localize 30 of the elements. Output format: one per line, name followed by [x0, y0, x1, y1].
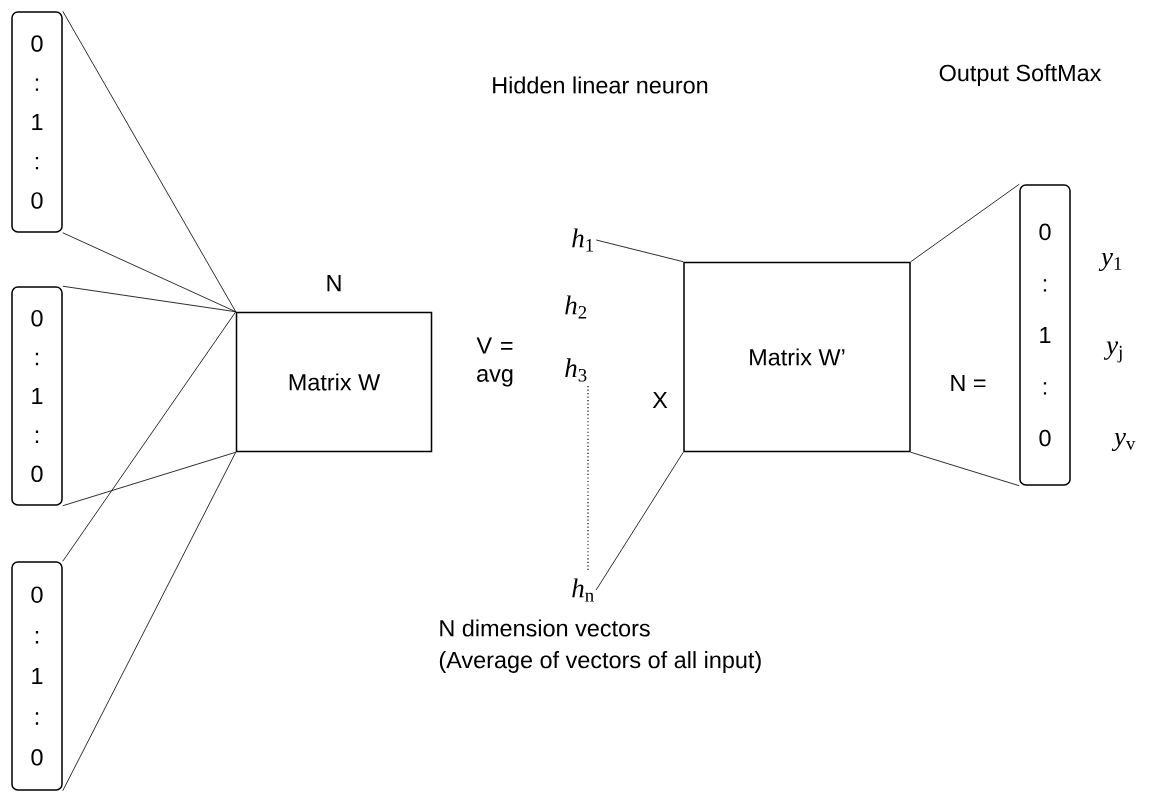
annotation-text: N dimension vectors [440, 619, 650, 637]
connector-line [595, 451, 684, 591]
variable-label: y$_{v}$ [1111, 432, 1136, 452]
hidden-unit-label: h$_{n}$ [572, 578, 594, 602]
matrix-box: Matrix W [235, 311, 433, 453]
dimension-label: N [327, 275, 341, 292]
hidden-unit-label: h$_{1}$ [572, 228, 594, 252]
connector-line [62, 451, 237, 792]
annotation-text: N = [951, 374, 986, 392]
connector-line [910, 183, 1020, 263]
connector-line [62, 311, 237, 562]
vector-box: 0 : 1 : 0 [11, 11, 63, 233]
layer-title: Hidden linear neuron [493, 76, 708, 94]
connector-line [62, 451, 237, 507]
layer-title: Output SoftMax [939, 64, 1102, 86]
connector-line [910, 451, 1020, 487]
equation-label: V = avg [476, 337, 513, 387]
variable-label: h$_{3}$ [565, 358, 587, 382]
connector-line [62, 10, 237, 313]
variable-label: y$_{j}$ [1103, 341, 1122, 363]
vector-box: 0 : 1 : 0 [11, 286, 63, 506]
connector-line [62, 232, 237, 313]
vector-box: 0 : 1 : 0 [11, 561, 63, 791]
variable-label: h$_{2}$ [565, 295, 587, 319]
annotation-text: (Average of vectors of all input) [439, 651, 761, 673]
vector-box: 0 : 1 : 0 [1019, 184, 1071, 486]
variable-label: y$_{1}$ [1098, 252, 1122, 272]
connector-line [62, 285, 237, 313]
matrix-box: Matrix W’ [683, 261, 911, 453]
connector-line [595, 239, 684, 263]
